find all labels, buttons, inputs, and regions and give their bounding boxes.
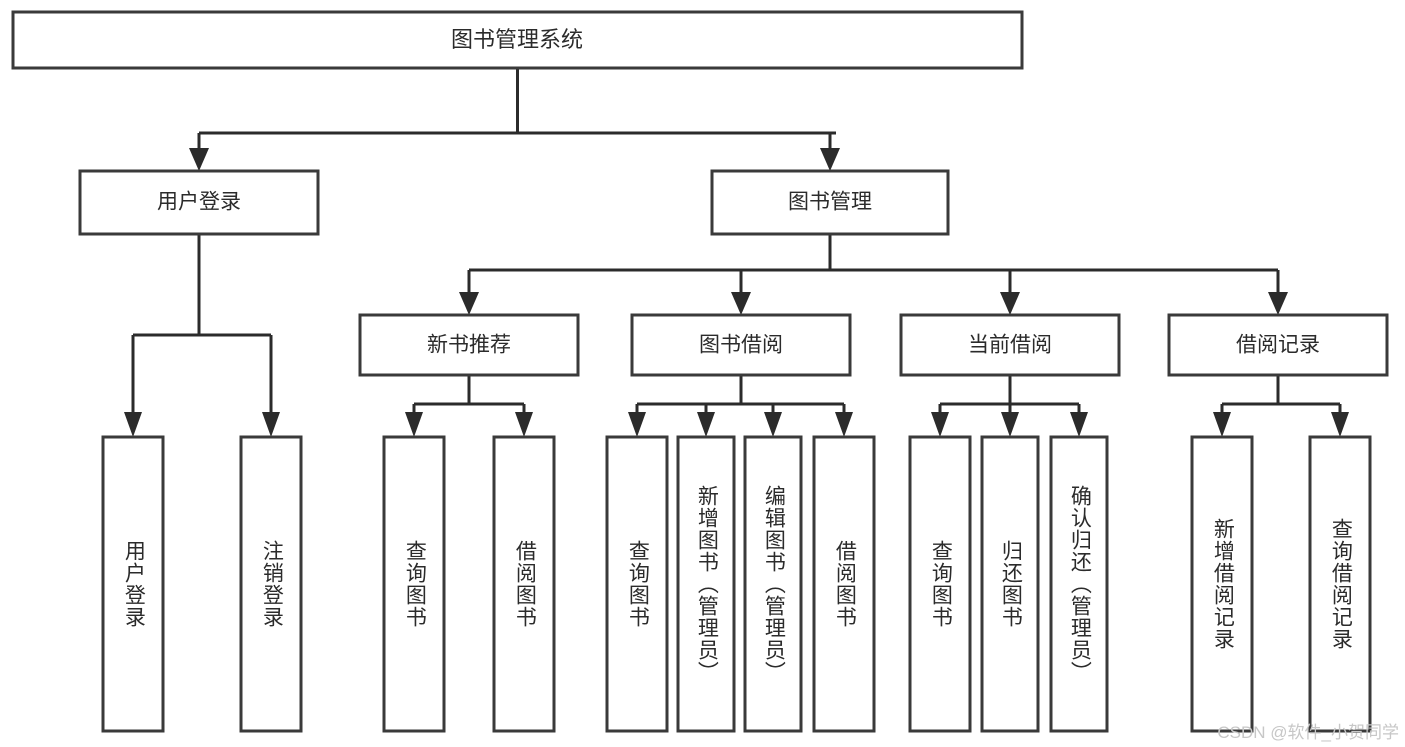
- arrow-to-leaf-add-book: [697, 412, 715, 437]
- connector-group-book-manage: [459, 234, 1288, 315]
- leaf-borrow-book-2-box[interactable]: [812, 435, 876, 733]
- new-book-recommend-box[interactable]: [358, 313, 580, 377]
- book-borrow-box[interactable]: [630, 313, 852, 377]
- node-new-book-recommend[interactable]: 新书推荐: [358, 313, 580, 377]
- leaf-logout-login-box[interactable]: [239, 435, 303, 733]
- leaf-add-book-box[interactable]: [676, 435, 736, 733]
- connector-group-root: [189, 68, 840, 171]
- arrow-to-leaf-query-book-2: [628, 412, 646, 437]
- borrow-record-box[interactable]: [1167, 313, 1389, 377]
- leaf-edit-book-box[interactable]: [743, 435, 803, 733]
- arrow-to-leaf-borrow-book-2: [835, 412, 853, 437]
- node-root[interactable]: 图书管理系统: [11, 10, 1024, 70]
- connector-group-current-borrow: [931, 375, 1088, 437]
- node-book-manage[interactable]: 图书管理: [710, 169, 950, 236]
- node-user-login[interactable]: 用户登录: [78, 169, 320, 236]
- arrow-to-new-book-recommend: [459, 292, 479, 315]
- current-borrow-label: 当前借阅: [968, 334, 1052, 357]
- arrow-to-leaf-confirm-return: [1070, 412, 1088, 437]
- arrow-to-leaf-user-login: [124, 412, 142, 437]
- leaf-add-record-box[interactable]: [1190, 435, 1254, 733]
- csdn-watermark: CSDN @软件_小贺同学: [1217, 723, 1399, 742]
- book-manage-label: 图书管理: [788, 191, 872, 214]
- connector-group-borrow-record: [1213, 375, 1349, 437]
- arrow-to-book-borrow: [731, 292, 751, 315]
- arrow-to-leaf-logout-login: [262, 412, 280, 437]
- current-borrow-box[interactable]: [899, 313, 1121, 377]
- connector-group-user-login: [124, 234, 280, 437]
- node-book-borrow[interactable]: 图书借阅: [630, 313, 852, 377]
- user-login-box[interactable]: [78, 169, 320, 236]
- arrow-to-leaf-add-record: [1213, 412, 1231, 437]
- leaf-query-book-3-box[interactable]: [908, 435, 972, 733]
- leaf-return-book-box[interactable]: [980, 435, 1040, 733]
- leaf-query-record-box[interactable]: [1308, 435, 1372, 733]
- new-book-recommend-label: 新书推荐: [427, 334, 511, 357]
- arrow-to-leaf-edit-book: [764, 412, 782, 437]
- book-borrow-label: 图书借阅: [699, 334, 783, 357]
- node-current-borrow[interactable]: 当前借阅: [899, 313, 1121, 377]
- arrow-to-leaf-query-book-1: [405, 412, 423, 437]
- root-label: 图书管理系统: [451, 27, 583, 52]
- leaf-borrow-book-1-box[interactable]: [492, 435, 556, 733]
- root-box[interactable]: [11, 10, 1024, 70]
- arrow-to-leaf-query-book-3: [931, 412, 949, 437]
- borrow-record-label: 借阅记录: [1236, 334, 1320, 357]
- connector-group-new-book-recommend: [405, 375, 533, 437]
- arrow-to-current-borrow: [1000, 292, 1020, 315]
- arrow-to-leaf-query-record: [1331, 412, 1349, 437]
- arrow-to-user-login: [189, 148, 209, 171]
- leaf-query-book-2-box[interactable]: [605, 435, 669, 733]
- book-manage-box[interactable]: [710, 169, 950, 236]
- leaf-confirm-return-box[interactable]: [1049, 435, 1109, 733]
- arrow-to-borrow-record: [1268, 292, 1288, 315]
- arrow-to-book-manage: [820, 148, 840, 171]
- arrow-to-leaf-return-book: [1001, 412, 1019, 437]
- node-borrow-record[interactable]: 借阅记录: [1167, 313, 1389, 377]
- leaf-user-login-box[interactable]: [101, 435, 165, 733]
- arrow-to-leaf-borrow-book-1: [515, 412, 533, 437]
- user-login-label: 用户登录: [157, 191, 241, 214]
- leaf-query-book-1-box[interactable]: [382, 435, 446, 733]
- connector-group-book-borrow: [628, 375, 853, 437]
